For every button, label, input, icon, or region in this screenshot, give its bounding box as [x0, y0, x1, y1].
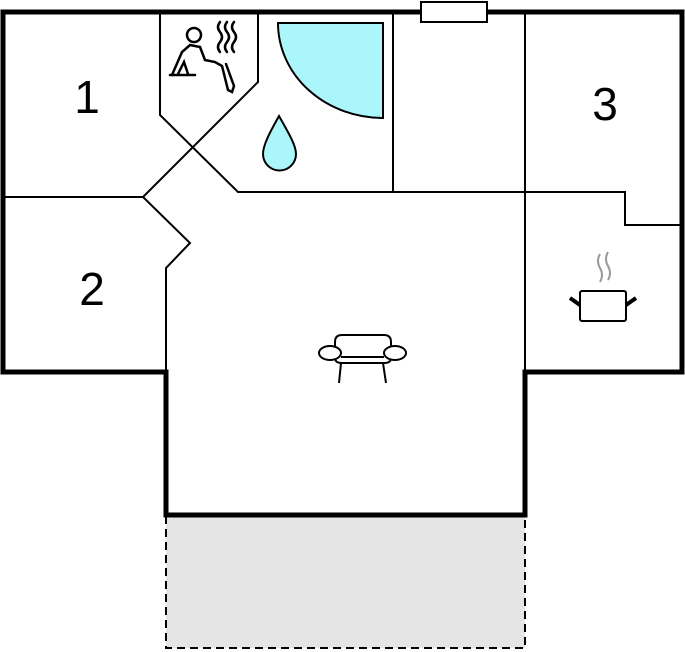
- shower-icon: [276, 22, 384, 120]
- water-drop-icon: [261, 113, 298, 172]
- window-icon: [420, 1, 488, 23]
- cooking-pot-icon: [568, 251, 638, 322]
- sofa-icon: [318, 334, 407, 384]
- room-label-3: 3: [592, 78, 618, 130]
- sauna-icon: [168, 20, 238, 94]
- room-label-2: 2: [79, 263, 105, 315]
- outer-walls: [0, 9, 685, 518]
- room-label-1: 1: [74, 71, 100, 123]
- interior-walls: [3, 12, 682, 372]
- terrace: [165, 514, 526, 649]
